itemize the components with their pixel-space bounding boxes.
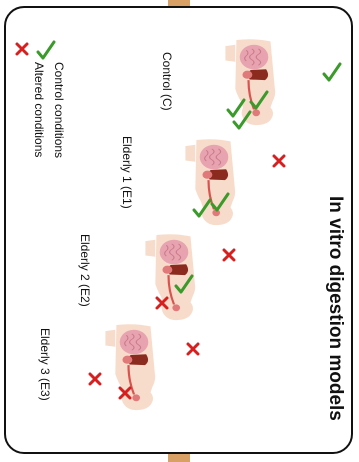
model-label-elderly-3: Elderly 3 (E3) bbox=[38, 328, 52, 401]
diagram-title: In vitro digestion models bbox=[324, 196, 346, 421]
legend-altered-label: Altered conditions bbox=[32, 62, 46, 157]
model-label-control: Control (C) bbox=[160, 52, 174, 111]
figure-elderly-2 bbox=[145, 234, 195, 320]
model-label-elderly-2: Elderly 2 (E2) bbox=[78, 234, 92, 307]
figure-elderly-1 bbox=[185, 139, 235, 225]
legend-control-label: Control conditions bbox=[52, 62, 66, 158]
model-label-elderly-1: Elderly 1 (E1) bbox=[120, 136, 134, 209]
diagram-panel: Control conditions Altered conditions Co… bbox=[4, 6, 353, 454]
